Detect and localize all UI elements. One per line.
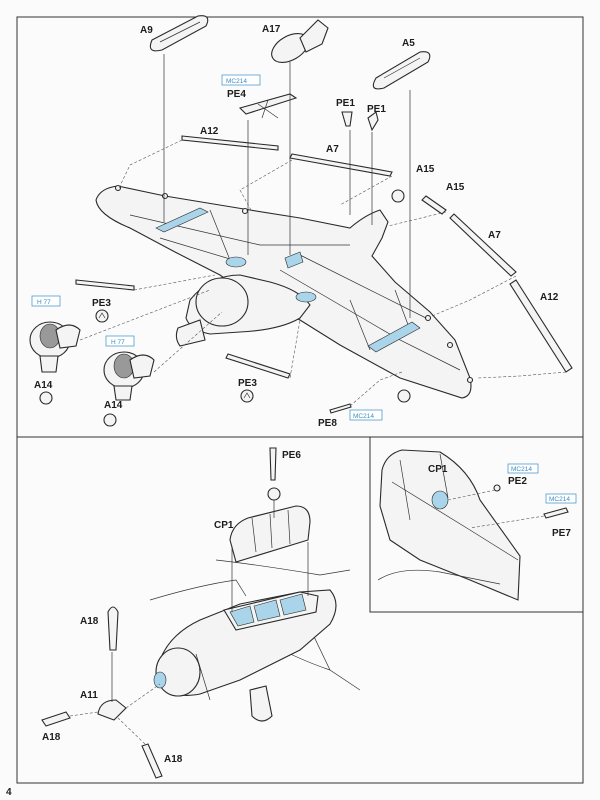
label-pe2: PE2	[508, 476, 527, 487]
paint-mark-box	[31, 295, 61, 307]
paint-mark-mc214-pe2: MC214	[511, 466, 532, 473]
bend-icon	[95, 309, 109, 323]
label-a7-mid: A7	[326, 144, 339, 155]
page-frame	[16, 16, 584, 784]
label-a18-left: A18	[42, 732, 61, 743]
label-a12-left: A12	[200, 126, 219, 137]
part-a7-right: A7	[449, 213, 517, 277]
label-a12-right: A12	[540, 292, 559, 303]
label-a14-b: A14	[104, 400, 123, 411]
upper-assembly-drawing	[95, 184, 474, 399]
page-number: 4	[6, 787, 12, 798]
paint-mark-box	[221, 74, 261, 86]
label-a11: A11	[80, 690, 98, 701]
part-pe2	[493, 484, 501, 492]
label-a9: A9	[140, 25, 153, 36]
part-pe8: MC214 PE8	[318, 189, 411, 429]
part-pe6: PE6	[267, 447, 301, 501]
part-a18-top: A18	[80, 606, 119, 651]
label-a5: A5	[402, 38, 415, 49]
label-pe3-mid: PE3	[238, 378, 257, 389]
label-pe6: PE6	[282, 450, 301, 461]
part-a17: A17	[262, 19, 329, 63]
part-a12-left: A12	[181, 126, 279, 151]
part-a15: A15 A15	[416, 164, 465, 215]
part-a12-right: A12	[509, 279, 573, 373]
option-icon	[103, 413, 117, 427]
paint-mark-mc214-pe7: MC214	[549, 496, 570, 503]
part-a7-mid: A7	[289, 144, 393, 177]
label-pe1-a: PE1	[336, 98, 355, 109]
label-pe3-left: PE3	[92, 298, 111, 309]
paint-mark-h77-b: H 77	[111, 339, 125, 346]
paint-mark-box	[105, 335, 135, 347]
label-pe7: PE7	[552, 528, 571, 539]
paint-mark-box	[349, 409, 383, 421]
part-a18-bottom: A18	[141, 743, 183, 779]
paint-mark-box	[507, 463, 539, 474]
label-inset-cp1: CP1	[428, 464, 448, 475]
part-a14-wheel-a: H 77 A14	[29, 295, 81, 405]
option-icon	[267, 487, 281, 501]
detail-inset: CP1 MC214 PE2 MC214 PE7	[377, 449, 577, 601]
label-a15-a: A15	[416, 164, 435, 175]
label-a18-bottom: A18	[164, 754, 183, 765]
label-a15-b: A15	[446, 182, 465, 193]
part-a9: A9	[140, 15, 209, 52]
label-a14-a: A14	[34, 380, 53, 391]
part-a5: A5	[372, 38, 431, 90]
paint-mark-h77-a: H 77	[37, 299, 51, 306]
part-pe3-left: PE3	[75, 279, 135, 323]
paint-mark-mc214-pe4: MC214	[226, 78, 247, 85]
part-a14-wheel-b: H 77 A14	[103, 335, 155, 427]
lower-assembly-drawing	[149, 559, 361, 722]
paint-mark-box	[545, 493, 577, 504]
paint-mark-mc214-pe8: MC214	[353, 413, 374, 420]
label-pe1-b: PE1	[367, 104, 386, 115]
label-pe8: PE8	[318, 418, 337, 429]
label-cp1: CP1	[214, 520, 234, 531]
option-icon	[397, 389, 411, 403]
lower-leader-lines	[69, 500, 309, 745]
label-a17: A17	[262, 24, 281, 35]
option-icon	[391, 189, 405, 203]
label-pe4: PE4	[227, 89, 246, 100]
part-pe4: MC214 PE4	[221, 74, 298, 119]
part-a11-spinner: A11	[80, 690, 127, 721]
part-a18-left: A18	[41, 711, 71, 743]
label-a18-top: A18	[80, 616, 99, 627]
part-pe1: PE1 PE1	[336, 98, 386, 132]
bend-icon	[240, 389, 254, 403]
upper-leader-lines	[79, 54, 567, 407]
part-pe3-mid: PE3	[225, 353, 291, 403]
label-a7-right: A7	[488, 230, 501, 241]
part-pe7	[543, 507, 569, 519]
option-icon	[39, 391, 53, 405]
part-cp1: CP1	[214, 505, 311, 563]
